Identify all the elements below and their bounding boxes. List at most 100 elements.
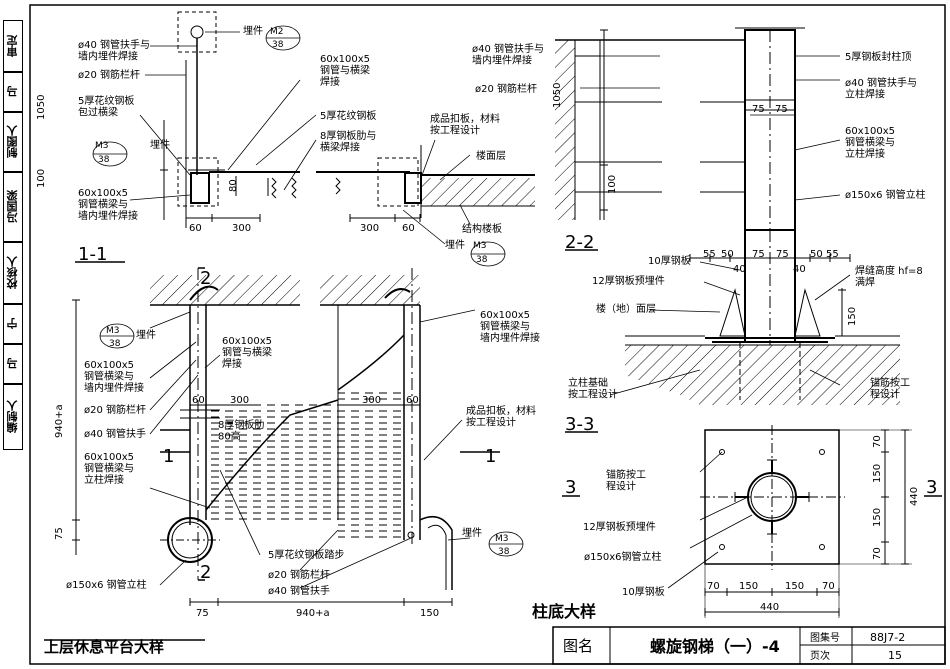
base-label-plate12: 12厚钢板预埋件 <box>583 520 656 533</box>
s33-label-plate10: 10厚钢板 <box>648 254 691 267</box>
s11-label-cover: 成品扣板，材料按工程设计 <box>430 112 500 137</box>
platform-dim-b1: 75 <box>196 608 209 619</box>
s11-label-chequer: 5厚花纹钢板 <box>320 109 376 122</box>
platform-embed-prefix: 埋件 <box>136 329 156 341</box>
handrail-section <box>190 25 204 39</box>
title-block <box>552 626 946 665</box>
s11-dim-80: 80 <box>228 179 239 192</box>
platform-dim-300: 300 <box>230 395 249 406</box>
platform-dim-b3: 150 <box>420 608 439 619</box>
s11-dim-300: 300 <box>232 223 251 234</box>
title-block-atlas-no: 88J7-2 <box>870 631 905 644</box>
base-title: 柱底大样 <box>532 602 596 621</box>
sheet-border <box>29 4 946 665</box>
s11-dim-60b: 60 <box>402 223 415 234</box>
s22-label-cap: 5厚钢板封柱顶 <box>845 50 911 63</box>
base-dim-total-v: 440 <box>909 487 920 506</box>
platform-embed2-m3: M3 <box>495 534 509 544</box>
s33-dim-1: 55 <box>703 249 716 260</box>
s33-dim-150: 150 <box>847 307 858 326</box>
platform-embed-m3: M3 <box>106 326 120 336</box>
s11-embed-m3b-prefix: 埋件 <box>445 239 465 251</box>
s22-label-column: ø150x6 钢管立柱 <box>845 188 926 201</box>
platform-dim-300b: 300 <box>362 395 381 406</box>
s33-dim-3: 75 <box>752 249 765 260</box>
platform-title: 上层休息平台大样 <box>44 638 164 656</box>
s11-embed-m2-sheet: 38 <box>272 40 284 50</box>
beam-section <box>190 172 210 204</box>
base-label-plate10: 10厚钢板 <box>622 585 665 598</box>
base-label-anchor: 锚筋按工程设计 <box>606 468 646 493</box>
s11-label-rib: 8厚钢板肋与横梁焊接 <box>320 129 376 154</box>
s22-label-rebar: ø20 钢筋栏杆 <box>475 82 537 95</box>
s22-dim-1050: 1050 <box>552 83 563 108</box>
base-dim-r1: 70 <box>872 435 883 448</box>
s33-dim-40a: 40 <box>733 264 746 275</box>
platform-label-pipe: ø40 钢管扶手 <box>84 427 146 440</box>
embed-m3-box <box>177 157 219 207</box>
s11-label-chequer-wrap: 5厚花纹钢板包过横梁 <box>78 94 134 119</box>
base-dim-b2: 150 <box>739 581 758 592</box>
s11-embed-m2: M2 <box>270 27 284 37</box>
s11-embed-m3-prefix: 埋件 <box>150 139 170 151</box>
column-base-plan <box>562 425 942 618</box>
s33-label-anchor: 锚筋按工程设计 <box>870 376 910 401</box>
platform-label-rebar2: ø20 钢筋栏杆 <box>268 568 330 581</box>
s22-dim-100: 100 <box>607 175 618 194</box>
s11-embed-m2-prefix: 埋件 <box>243 25 263 37</box>
title-block-page-label: 页次 <box>810 649 830 662</box>
s22-label-pipe-col: ø40 钢管扶手与立柱焊接 <box>845 76 917 101</box>
base-dim-b1: 70 <box>707 581 720 592</box>
platform-dim-60: 60 <box>192 395 205 406</box>
s22-label-pipe: ø40 钢管扶手与墙内埋件焊接 <box>472 42 544 67</box>
s33-label-found: 立柱基础按工程设计 <box>568 376 618 401</box>
title-block-label: 图名 <box>563 637 593 655</box>
platform-dim-940a: 940+a <box>54 404 65 438</box>
s11-dim-300b: 300 <box>360 223 379 234</box>
platform-dim-60b: 60 <box>406 395 419 406</box>
section-2-2 <box>555 27 841 251</box>
platform-detail <box>44 267 500 641</box>
s11-label-rebar: ø20 钢筋栏杆 <box>78 68 140 81</box>
base-dim-total-h: 440 <box>760 602 779 613</box>
platform-dim-75: 75 <box>54 527 65 540</box>
s33-dim-5: 50 <box>810 249 823 260</box>
s33-dim-4: 75 <box>776 249 789 260</box>
s33-label-plate12: 12厚钢板预埋件 <box>592 274 665 287</box>
base-section-mark-right: 3 <box>926 477 937 498</box>
s22-dim-75b: 75 <box>775 104 788 115</box>
base-dim-b3: 150 <box>785 581 804 592</box>
s11-dim-1050: 1050 <box>36 95 47 120</box>
platform-label-column: ø150x6 钢管立柱 <box>66 578 147 591</box>
s33-label-floor: 楼（地）面层 <box>596 302 656 315</box>
s11-embed-m3: M3 <box>95 141 109 151</box>
platform-label-rebar: ø20 钢筋栏杆 <box>84 403 146 416</box>
base-dim-r4: 70 <box>872 547 883 560</box>
base-dim-b4: 70 <box>822 581 835 592</box>
s33-dim-6: 55 <box>826 249 839 260</box>
s11-label-slab: 结构楼板 <box>462 222 502 235</box>
s11-embed-m3b: M3 <box>473 241 487 251</box>
s11-title: 1-1 <box>78 244 107 265</box>
section-3-3 <box>565 230 900 433</box>
s11-dim-60: 60 <box>189 223 202 234</box>
base-dim-r2: 150 <box>872 464 883 483</box>
s33-dim-2: 50 <box>721 249 734 260</box>
platform-embed2-prefix: 埋件 <box>462 527 482 539</box>
base-section-mark-left: 3 <box>565 477 576 498</box>
platform-mark-2-top: 2 <box>200 268 211 289</box>
s11-label-floor: 楼面层 <box>476 149 506 162</box>
s22-title: 2-2 <box>565 232 594 253</box>
title-block-atlas-label: 图集号 <box>810 631 840 644</box>
